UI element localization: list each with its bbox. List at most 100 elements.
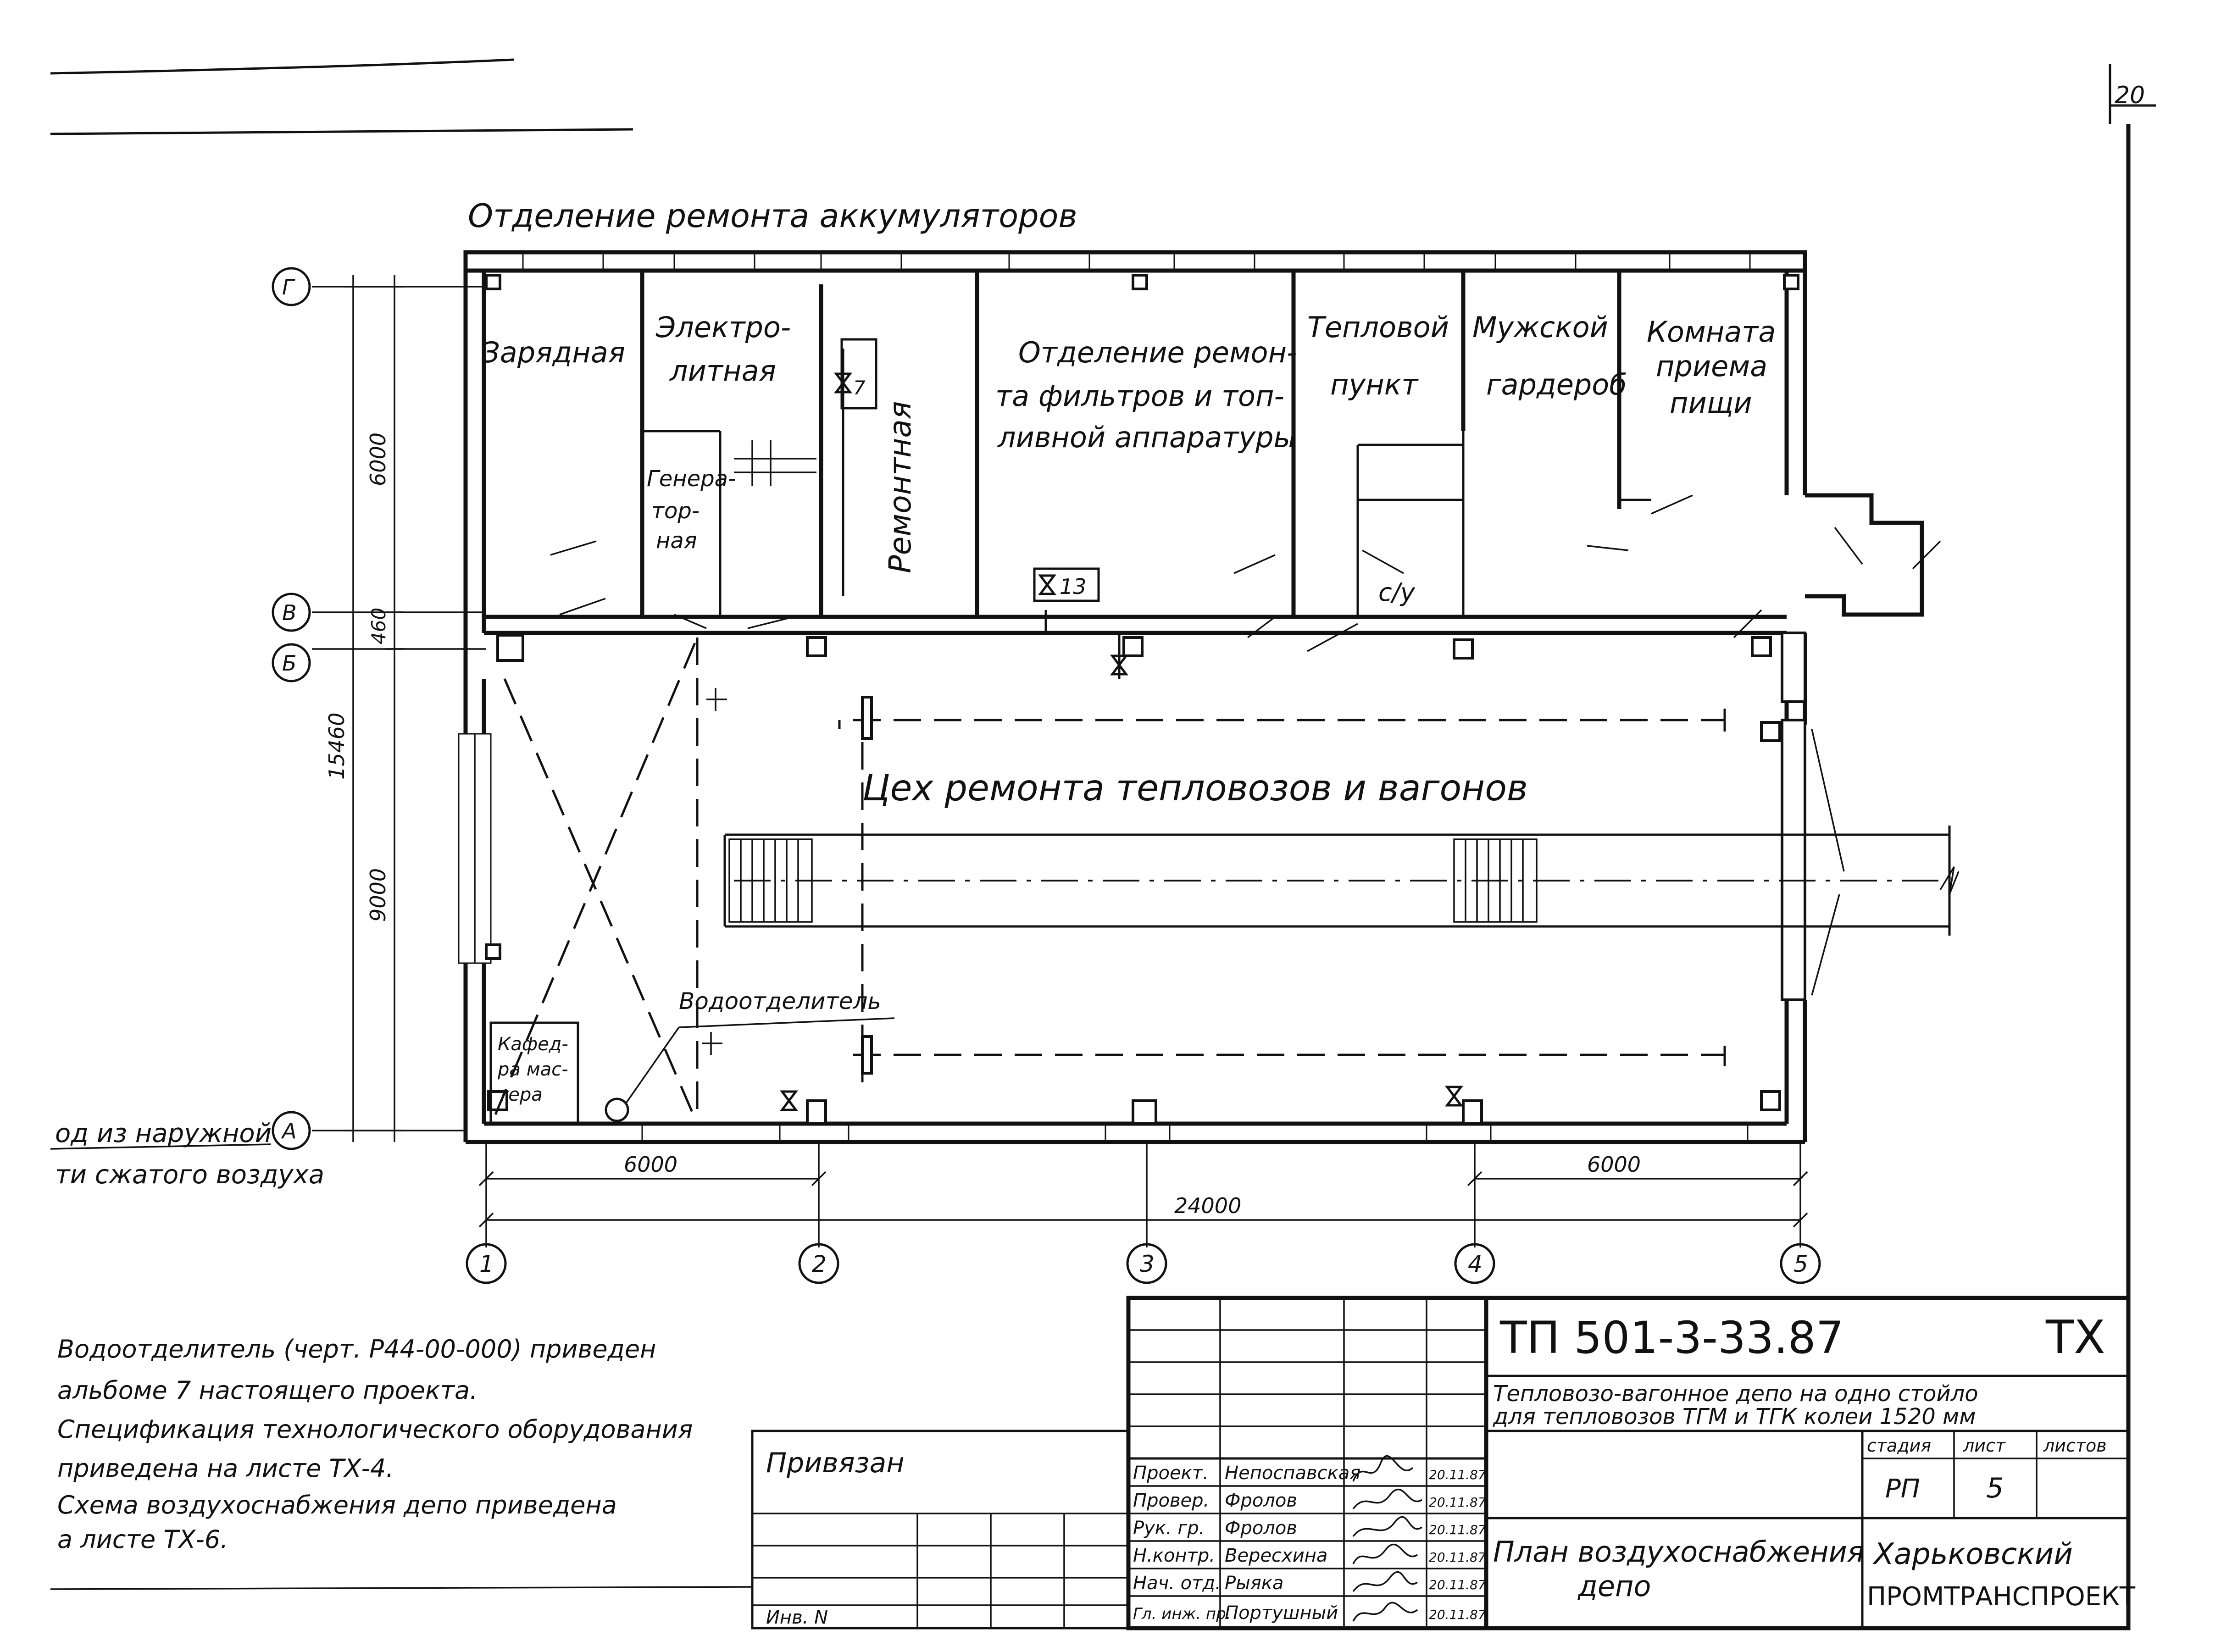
sheet-title-1: План воздухоснабжения — [1493, 1535, 1864, 1569]
water-separator-label: Водоотделитель — [679, 988, 881, 1014]
note-5: Схема воздухоснабжения депо приведена — [57, 1491, 617, 1519]
room-men-2: гардероб — [1486, 368, 1627, 401]
room-heat-2: пункт — [1330, 368, 1419, 401]
inventory-label: Инв. N — [766, 1607, 828, 1628]
room-men-1: Мужской — [1472, 310, 1608, 344]
note-6: а листе ТХ-6. — [57, 1525, 228, 1554]
equipment-tag-13-label: 13 — [1060, 574, 1087, 599]
doc-mark: ТХ — [2045, 1310, 2105, 1364]
axis-col-1: 1 — [479, 1251, 494, 1277]
doc-code: ТП 501-3-33.87 — [1499, 1312, 1844, 1364]
master-booth — [489, 1021, 579, 1125]
sheet-number: 20 — [2115, 82, 2145, 109]
staff-role-5: Нач. отд. — [1133, 1573, 1221, 1594]
rail-track — [723, 729, 1960, 996]
staff-date-6: 20.11.87 — [1429, 1607, 1486, 1622]
room-generator-3: ная — [656, 528, 697, 554]
staff-date-2: 20.11.87 — [1429, 1495, 1486, 1510]
equipment-tag-7 — [840, 338, 877, 596]
room-meal-3: пищи — [1670, 386, 1752, 420]
room-charging: Зарядная — [482, 336, 625, 369]
staff-date-3: 20.11.87 — [1429, 1522, 1486, 1537]
room-filters-2: та фильтров и топ- — [995, 379, 1284, 413]
axis-col-2: 2 — [812, 1251, 827, 1277]
room-wc: с/у — [1378, 578, 1416, 607]
sheet-value: 5 — [1986, 1472, 2004, 1504]
staff-role-4: Н.контр. — [1133, 1545, 1215, 1566]
building-walls — [458, 250, 1807, 1144]
valve-symbols — [780, 372, 1463, 1111]
project-title-1: Тепловозо-вагонное депо на одно стойло — [1493, 1381, 1978, 1407]
dim-v-9000: 9000 — [366, 868, 390, 922]
building-columns — [485, 274, 1806, 1125]
title-block-frame — [751, 1296, 2131, 1630]
staff-name-6: Портушный — [1225, 1602, 1338, 1624]
room-generator-1: Генера- — [647, 466, 736, 492]
air-inlet-line-1: од из наружной — [55, 1119, 272, 1148]
staff-role-1: Проект. — [1133, 1463, 1209, 1484]
room-filters-3: ливной аппаратуры — [997, 421, 1296, 454]
room-generator-2: тор- — [651, 498, 700, 524]
dim-v-15460: 15460 — [324, 713, 349, 780]
signature-marks — [1352, 1455, 1422, 1622]
axis-col-3: 3 — [1140, 1251, 1155, 1277]
org-name: Харьковский — [1872, 1537, 2073, 1571]
sheet-title-2: депо — [1577, 1569, 1651, 1603]
pit-hatch-right — [1453, 838, 1538, 923]
staff-name-1: Непоспавская — [1225, 1463, 1360, 1484]
axis-row-g: Г — [282, 275, 295, 299]
room-master-2: ра мас- — [497, 1059, 568, 1080]
room-electrolyte-1: Электро- — [655, 310, 791, 344]
equipment-tag-13 — [1033, 567, 1100, 602]
axis-row-v: В — [282, 600, 297, 625]
staff-name-4: Вересхина — [1225, 1545, 1327, 1566]
equipment-tag-7-label: 7 — [853, 377, 866, 399]
dim-v-460: 460 — [367, 608, 390, 644]
stage-value: РП — [1885, 1474, 1920, 1504]
org-name-2: ПРОМТРАНСПРОЕКТ — [1867, 1582, 2136, 1612]
dim-h-24000: 24000 — [1174, 1193, 1241, 1218]
note-1: Водоотделитель (черт. Р44-00-000) привед… — [57, 1335, 656, 1364]
note-4: приведена на листе ТХ-4. — [57, 1454, 394, 1483]
staff-role-3: Рук. гр. — [1133, 1518, 1205, 1539]
air-piping — [494, 610, 1726, 1124]
tied-label: Привязан — [766, 1447, 905, 1479]
room-electrolyte-2: литная — [669, 354, 776, 388]
water-separator-icon — [605, 688, 895, 1122]
dim-h-6000-right: 6000 — [1587, 1152, 1641, 1177]
top-windows — [522, 253, 1751, 1142]
staff-name-5: Рыяка — [1225, 1573, 1283, 1594]
staff-name-2: Фролов — [1225, 1490, 1297, 1511]
sheet-label: лист — [1963, 1436, 2006, 1456]
staff-role-2: Провер. — [1133, 1490, 1209, 1511]
room-master-3: тера — [498, 1084, 543, 1105]
dim-v-6000: 6000 — [366, 432, 390, 486]
room-repair: Ремонтная — [883, 401, 918, 573]
axis-col-5: 5 — [1793, 1251, 1808, 1277]
project-title-2: для тепловозов ТГМ и ТГК колеи 1520 мм — [1493, 1404, 1976, 1430]
axis-col-4: 4 — [1468, 1251, 1483, 1277]
room-workshop: Цех ремонта тепловозов и вагонов — [862, 768, 1528, 809]
staff-role-6: Гл. инж. пр. — [1133, 1605, 1231, 1623]
room-master-1: Кафед- — [498, 1034, 568, 1055]
stage-label: стадия — [1867, 1436, 1931, 1456]
room-filters-1: Отделение ремон- — [1018, 336, 1297, 369]
staff-date-1: 20.11.87 — [1429, 1467, 1486, 1482]
section-title-top: Отделение ремонта аккумуляторов — [468, 197, 1077, 235]
interior-partitions — [550, 271, 1941, 652]
axis-row-b: Б — [282, 651, 297, 676]
sheets-label: листов — [2043, 1436, 2107, 1456]
air-inlet-line-2: ти сжатого воздуха — [55, 1160, 324, 1190]
pit-hatch-left — [728, 838, 813, 923]
staff-date-4: 20.11.87 — [1429, 1550, 1486, 1565]
room-heat-1: Тепловой — [1307, 310, 1449, 344]
dim-h-6000-left: 6000 — [624, 1152, 677, 1177]
room-meal-1: Комната — [1647, 315, 1776, 349]
room-meal-2: приема — [1656, 349, 1767, 383]
dimension-lines — [344, 275, 1808, 1228]
axis-bubbles — [272, 267, 1821, 1284]
staff-name-3: Фролов — [1225, 1518, 1297, 1539]
note-3: Спецификация технологического оборудован… — [57, 1415, 693, 1444]
staff-date-5: 20.11.87 — [1429, 1577, 1486, 1592]
